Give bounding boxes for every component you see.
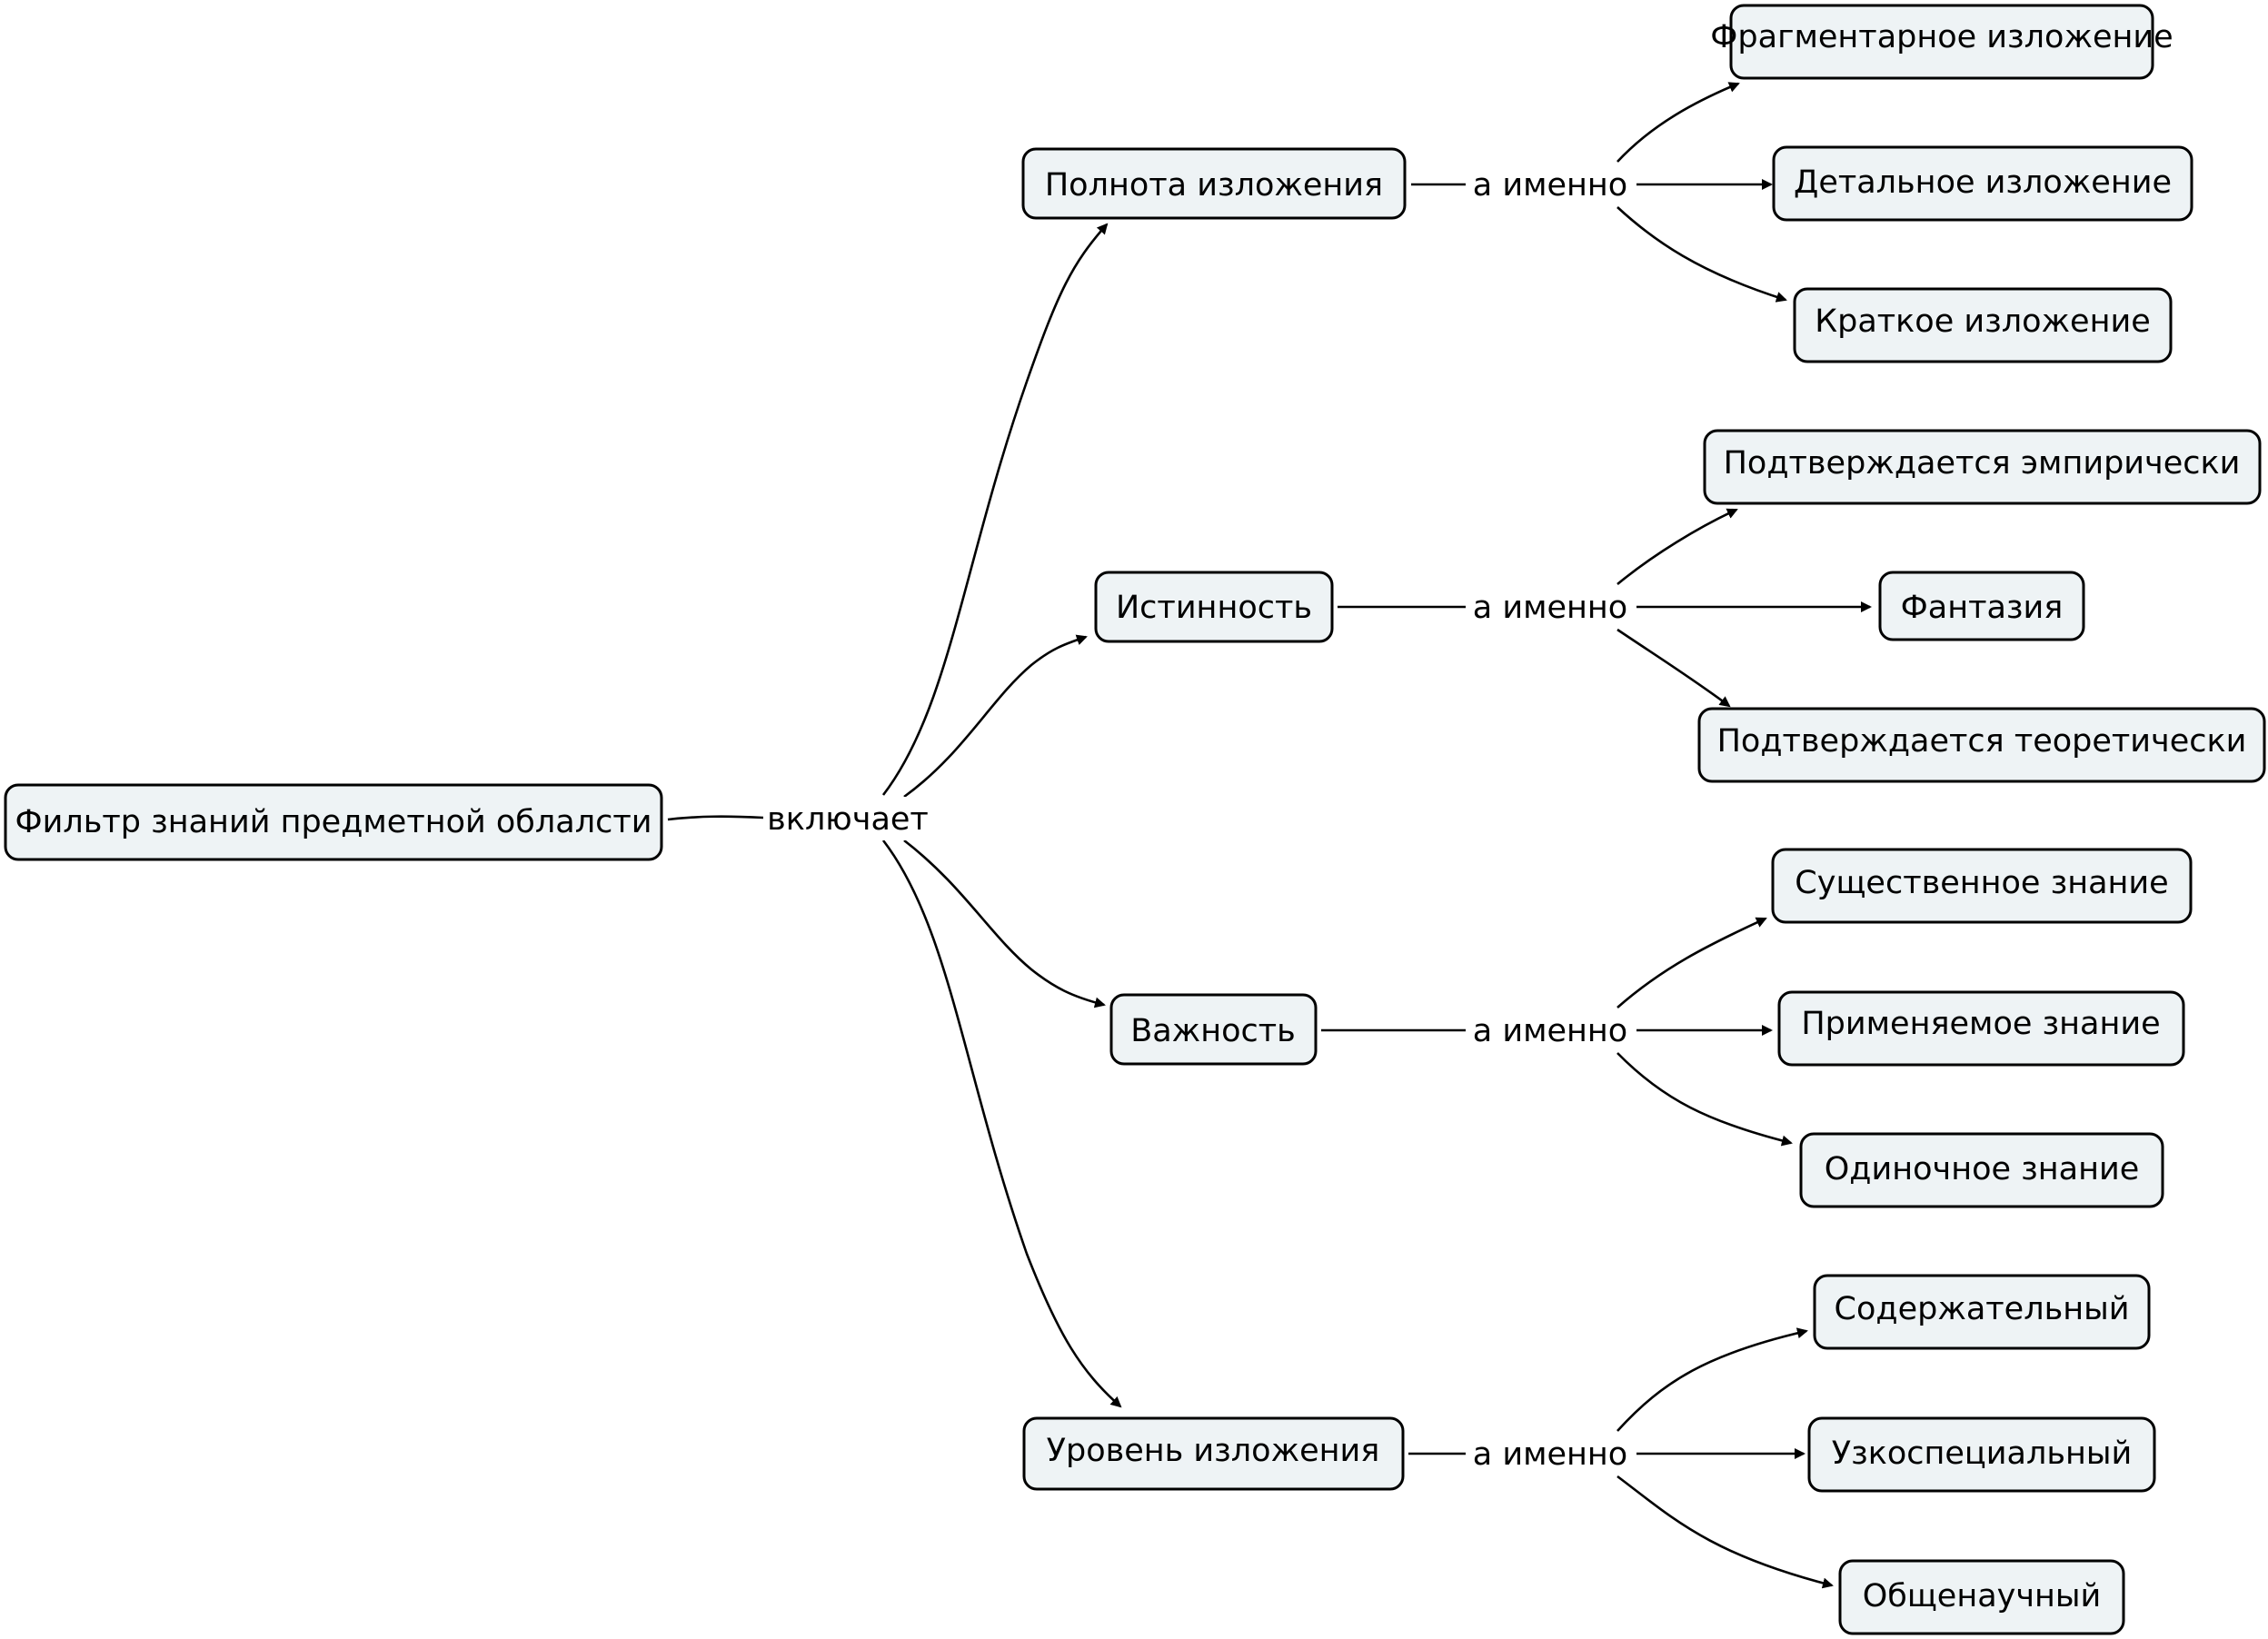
category-label: Уровень изложения [1047, 1433, 1380, 1469]
link-category-3: а именно [1466, 1009, 1636, 1051]
edge-to-empiricheski [1616, 508, 1738, 586]
edge-to-sushchestvennoe [1616, 917, 1767, 1008]
edge-to-polnota [881, 223, 1109, 796]
link-labels: включает а именно а именно а именно а им… [763, 164, 1636, 1475]
leaf-node-empiricheski[interactable]: Подтверждается эмпирически [1703, 429, 2262, 505]
leaf-node-primenyaemoe[interactable]: Применяемое знание [1777, 990, 2185, 1067]
edge-to-kratkoe [1616, 206, 1787, 303]
leaf-label: Узкоспециальный [1832, 1435, 2132, 1472]
leaf-label: Подтверждается эмпирически [1724, 445, 2241, 482]
link-category-4: а именно [1466, 1433, 1636, 1475]
root-node-label: Фильтр знаний предметной облалсти [15, 804, 652, 840]
category-node-uroven[interactable]: Уровень изложения [1022, 1416, 1405, 1491]
leaf-label: Детальное изложение [1794, 164, 2172, 201]
link-label-a-imenno: а именно [1473, 167, 1627, 204]
link-label-a-imenno: а именно [1473, 590, 1627, 626]
leaf-node-odinochnoe[interactable]: Одиночное знание [1799, 1132, 2164, 1208]
leaf-label: Содержательный [1835, 1291, 2130, 1327]
leaf-node-obshchenauchny[interactable]: Общенаучный [1838, 1559, 2125, 1635]
category-label: Истинность [1116, 590, 1312, 626]
edge-to-istinnost [903, 634, 1088, 799]
category-node-istinnost[interactable]: Истинность [1094, 571, 1334, 643]
leaf-label: Фантазия [1901, 590, 2064, 626]
nodes: Фильтр знаний предметной облалсти Полнот… [4, 4, 2266, 1635]
leaf-node-kratkoe[interactable]: Краткое изложение [1793, 287, 2173, 363]
link-category-2: а именно [1466, 586, 1636, 628]
edge-to-odinochnoe [1616, 1052, 1793, 1147]
leaf-label: Одиночное знание [1825, 1151, 2140, 1187]
leaf-node-fragmentarnoe[interactable]: Фрагментарное изложение [1710, 4, 2174, 80]
edge-root-to-link [667, 815, 764, 821]
leaf-node-sushchestvennoe[interactable]: Существенное знание [1771, 848, 2193, 924]
edges [667, 82, 1872, 1589]
edge-to-fragmentarnoe [1616, 82, 1740, 163]
category-label: Важность [1130, 1013, 1296, 1049]
edge-to-soderzhatelny [1616, 1327, 1808, 1432]
leaf-label: Общенаучный [1863, 1578, 2102, 1614]
root-node[interactable]: Фильтр знаний предметной облалсти [4, 783, 663, 861]
leaf-label: Фрагментарное изложение [1710, 19, 2173, 55]
leaf-label: Краткое изложение [1815, 303, 2150, 340]
edge-to-vazhnost [903, 839, 1106, 1008]
category-label: Полнота изложения [1045, 167, 1383, 204]
category-node-polnota[interactable]: Полнота изложения [1021, 147, 1407, 220]
leaf-node-fantaziya[interactable]: Фантазия [1878, 571, 2085, 641]
leaf-label: Подтверждается теоретически [1717, 723, 2247, 760]
edge-to-uroven [881, 839, 1122, 1408]
link-root: включает [763, 797, 932, 840]
leaf-node-uzkospecialny[interactable]: Узкоспециальный [1807, 1416, 2156, 1493]
link-label-a-imenno: а именно [1473, 1436, 1627, 1473]
link-label-vklyuchaet: включает [767, 801, 929, 838]
leaf-node-teoreticheski[interactable]: Подтверждается теоретически [1697, 707, 2266, 783]
link-label-a-imenno: а именно [1473, 1013, 1627, 1049]
edge-to-teoreticheski [1616, 628, 1731, 708]
leaf-node-detalnoe[interactable]: Детальное изложение [1772, 145, 2193, 222]
leaf-node-soderzhatelny[interactable]: Содержательный [1813, 1274, 2151, 1350]
category-node-vazhnost[interactable]: Важность [1109, 993, 1318, 1066]
edge-to-obshchenauchny [1616, 1475, 1834, 1589]
leaf-label: Существенное знание [1795, 865, 2168, 901]
leaf-label: Применяемое знание [1801, 1006, 2160, 1042]
link-category-1: а именно [1466, 164, 1636, 205]
